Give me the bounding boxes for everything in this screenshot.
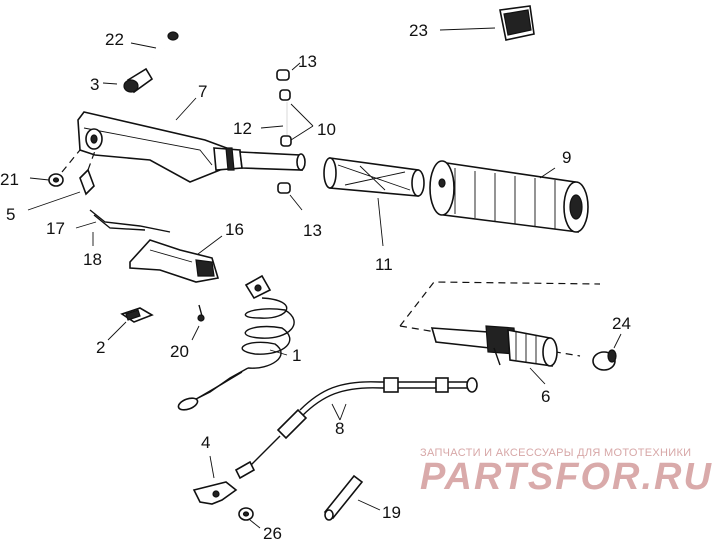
assembly-outline — [399, 281, 601, 357]
part-8-throttle-cable — [234, 377, 478, 480]
part-3-bushing — [102, 67, 154, 94]
callout-10: 10 — [317, 120, 336, 139]
callout-19: 19 — [382, 503, 401, 522]
callout-26: 26 — [263, 524, 282, 542]
callout-16: 16 — [225, 220, 244, 239]
part-9-grip — [429, 160, 589, 233]
part-7-tiller-arm — [77, 97, 306, 183]
callout-18: 18 — [83, 250, 102, 269]
callout-20: 20 — [170, 342, 189, 361]
callout-1: 1 — [292, 346, 301, 365]
part-4-bracket — [192, 455, 238, 505]
watermark-caption: ЗАПЧАСТИ И АКСЕССУАРЫ ДЛЯ МОТОТЕХНИКИ — [420, 447, 692, 459]
parts-16-17-18-bracket — [75, 209, 223, 283]
callout-11: 11 — [375, 255, 393, 274]
part-6-switch — [430, 325, 558, 385]
callout-22: 22 — [105, 30, 124, 49]
callout-labels: 22 3 7 13 12 10 23 9 21 5 13 17 18 16 11… — [0, 21, 631, 542]
part-24-cap — [592, 333, 622, 371]
part-2-clip — [107, 307, 154, 341]
callout-17: 17 — [46, 219, 65, 238]
callout-6: 6 — [541, 387, 550, 406]
callout-7: 7 — [198, 82, 207, 101]
part-1-lanyard — [177, 274, 295, 411]
part-11-throttle-tube — [323, 157, 425, 247]
callout-12: 12 — [233, 119, 252, 138]
part-20-screw — [191, 304, 205, 341]
callout-9: 9 — [562, 148, 571, 167]
parts-13-10-12-bushings-pin — [260, 62, 314, 211]
callout-4: 4 — [201, 433, 210, 452]
callout-8: 8 — [335, 419, 344, 438]
callout-3: 3 — [90, 75, 99, 94]
part-22-bolt — [130, 31, 179, 70]
callout-24: 24 — [612, 314, 631, 333]
callout-2: 2 — [96, 338, 105, 357]
part-19-rod — [323, 474, 381, 521]
parts-21-5-nut-screw — [27, 147, 97, 211]
callout-5: 5 — [6, 205, 15, 224]
callout-21: 21 — [0, 170, 19, 189]
callout-13-top: 13 — [298, 52, 317, 71]
part-23-ring — [439, 5, 535, 41]
callout-23: 23 — [409, 21, 428, 40]
watermark-brand: PARTSFOR.RU — [420, 456, 713, 498]
callout-13-bottom: 13 — [303, 221, 322, 240]
part-26-nut — [238, 507, 261, 529]
